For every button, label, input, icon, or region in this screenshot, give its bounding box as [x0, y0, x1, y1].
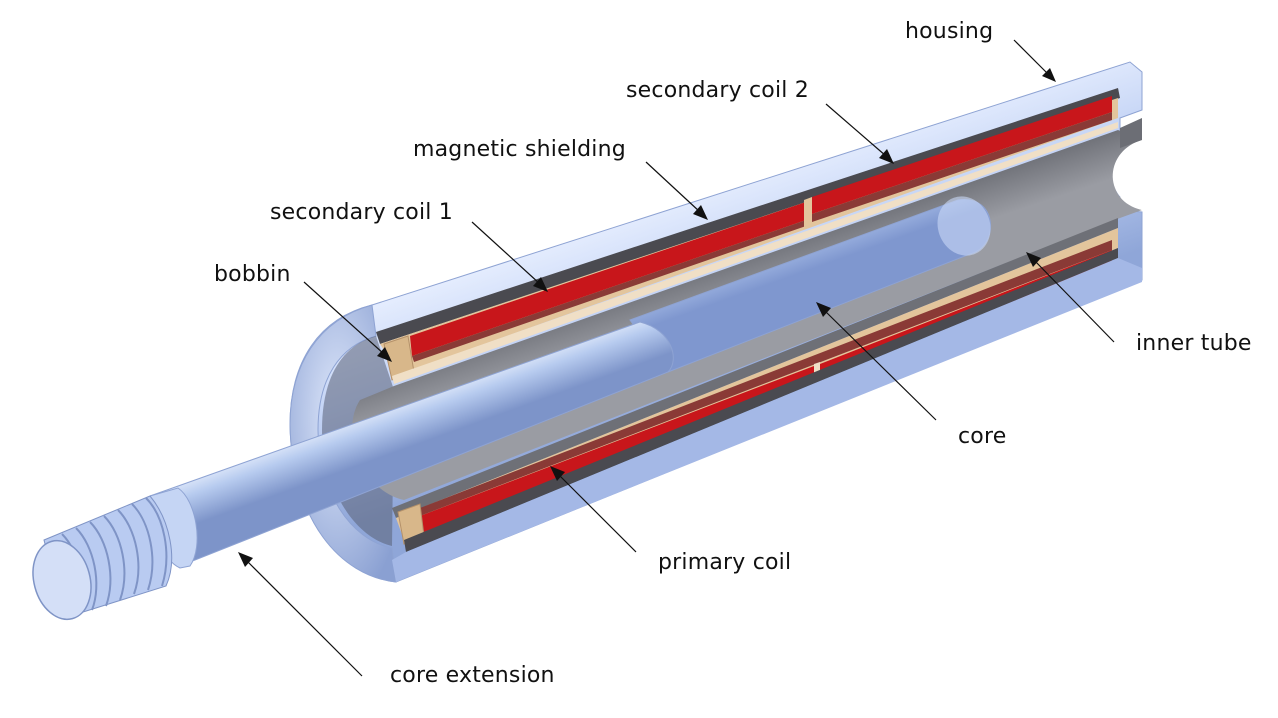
leader-bobbin [303, 281, 392, 362]
label-bobbin: bobbin [214, 262, 291, 287]
leader-secondary-coil-2 [825, 103, 894, 164]
primary-coil-segment-a [420, 366, 814, 532]
label-core-extension: core extension [390, 663, 555, 688]
leader-housing [1013, 39, 1056, 82]
leader-core-extension [238, 552, 363, 677]
label-magnetic-shielding: magnetic shielding [413, 137, 626, 162]
shielding-bottom [404, 248, 1118, 552]
secondary-coil-1 [410, 202, 806, 356]
label-inner-tube: inner tube [1136, 331, 1252, 356]
leader-core [816, 302, 937, 421]
core-body [629, 196, 991, 373]
threaded-end [32, 495, 173, 621]
leader-secondary-coil-1 [471, 221, 548, 292]
leader-primary-coil [550, 466, 637, 553]
upper-cutaway [376, 88, 1120, 384]
label-housing: housing [905, 19, 994, 44]
label-core: core [958, 424, 1007, 449]
lower-cutaway [392, 218, 1142, 582]
leader-inner-tube [1026, 252, 1115, 343]
label-secondary-coil-1: secondary coil 1 [270, 200, 453, 225]
leader-magnetic-shielding [645, 161, 708, 220]
secondary-coil-2 [812, 96, 1112, 214]
label-primary-coil: primary coil [658, 550, 792, 575]
label-secondary-coil-2: secondary coil 2 [626, 78, 809, 103]
shielding-top [376, 88, 1120, 344]
